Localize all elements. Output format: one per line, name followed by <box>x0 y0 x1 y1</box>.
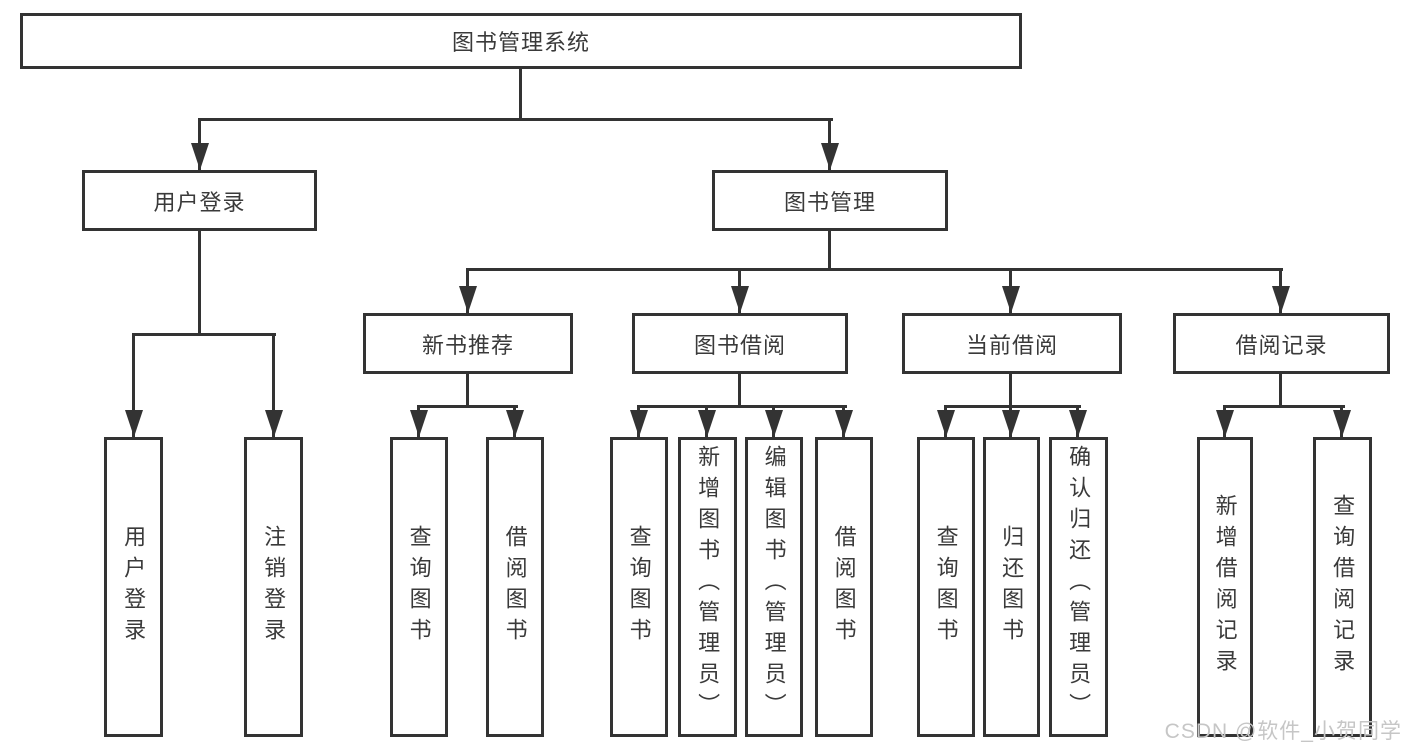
arrowhead-icon <box>630 410 648 437</box>
node-new-book-recommend: 新书推荐 <box>363 313 573 374</box>
watermark: CSDN @软件_小贺同学 <box>1164 720 1402 743</box>
node-query-books-current-label: 查询图书 <box>933 525 959 649</box>
arrowhead-icon <box>1216 410 1234 437</box>
node-query-books-borrowing: 查询图书 <box>610 437 668 737</box>
connector-line <box>466 268 1283 271</box>
node-library-system: 图书管理系统 <box>20 13 1022 69</box>
node-confirm-return-admin: 确认归还（管理员） <box>1049 437 1108 737</box>
arrowhead-icon <box>937 410 955 437</box>
node-borrow-books-borrowing: 借阅图书 <box>815 437 873 737</box>
arrowhead-icon <box>1333 410 1351 437</box>
node-login-label: 用户登录 <box>121 525 147 649</box>
arrowhead-icon <box>731 286 749 313</box>
node-current-borrowing: 当前借阅 <box>902 313 1122 374</box>
connector-line <box>1223 405 1345 408</box>
node-user-login: 用户登录 <box>82 170 317 231</box>
node-borrowing-records-label: 借阅记录 <box>1235 332 1328 358</box>
arrowhead-icon <box>506 410 524 437</box>
connector-line <box>132 333 135 437</box>
node-borrow-books-recommend: 借阅图书 <box>486 437 544 737</box>
arrowhead-icon <box>698 410 716 437</box>
node-query-books-borrowing-label: 查询图书 <box>626 525 652 649</box>
arrowhead-icon <box>459 286 477 313</box>
node-return-books: 归还图书 <box>983 437 1040 737</box>
node-borrow-books-recommend-label: 借阅图书 <box>502 525 528 649</box>
connector-line <box>738 374 741 408</box>
arrowhead-icon <box>125 410 143 437</box>
node-current-borrowing-label: 当前借阅 <box>965 332 1058 358</box>
connector-line <box>132 333 276 336</box>
node-book-borrowing: 图书借阅 <box>632 313 848 374</box>
node-user-login-label: 用户登录 <box>153 189 246 215</box>
node-borrowing-records: 借阅记录 <box>1173 313 1390 374</box>
node-logout: 注销登录 <box>244 437 303 737</box>
connector-line <box>1279 374 1282 408</box>
node-query-books-recommend: 查询图书 <box>390 437 448 737</box>
node-library-system-label: 图书管理系统 <box>451 30 590 55</box>
node-add-books-admin: 新增图书（管理员） <box>678 437 737 737</box>
connector-line <box>466 374 469 408</box>
node-query-borrow-record: 查询借阅记录 <box>1313 437 1372 737</box>
node-add-borrow-record-label: 新增借阅记录 <box>1212 494 1238 680</box>
node-query-books-current: 查询图书 <box>917 437 975 737</box>
connector-line <box>828 231 831 271</box>
connector-line <box>519 69 522 120</box>
node-new-book-recommend-label: 新书推荐 <box>421 332 514 358</box>
node-logout-label: 注销登录 <box>261 525 287 649</box>
arrowhead-icon <box>1002 410 1020 437</box>
node-edit-books-admin: 编辑图书（管理员） <box>745 437 803 737</box>
arrowhead-icon <box>835 410 853 437</box>
node-add-borrow-record: 新增借阅记录 <box>1197 437 1253 737</box>
node-book-management-label: 图书管理 <box>783 189 876 215</box>
connector-line <box>1009 374 1012 408</box>
arrowhead-icon <box>265 410 283 437</box>
arrowhead-icon <box>410 410 428 437</box>
connector-line <box>272 333 275 437</box>
node-confirm-return-admin-label: 确认归还（管理员） <box>1066 445 1092 724</box>
connector-line <box>637 405 847 408</box>
arrowhead-icon <box>1069 410 1087 437</box>
node-edit-books-admin-label: 编辑图书（管理员） <box>761 445 787 724</box>
arrowhead-icon <box>1002 286 1020 313</box>
node-add-books-admin-label: 新增图书（管理员） <box>695 445 721 724</box>
node-query-books-recommend-label: 查询图书 <box>406 525 432 649</box>
connector-line <box>198 231 201 335</box>
node-borrow-books-borrowing-label: 借阅图书 <box>831 525 857 649</box>
connector-line <box>944 405 1081 408</box>
arrowhead-icon <box>765 410 783 437</box>
connector-line <box>417 405 518 408</box>
arrowhead-icon <box>191 143 209 170</box>
node-query-borrow-record-label: 查询借阅记录 <box>1330 494 1356 680</box>
node-login: 用户登录 <box>104 437 163 737</box>
arrowhead-icon <box>1272 286 1290 313</box>
arrowhead-icon <box>821 143 839 170</box>
node-book-borrowing-label: 图书借阅 <box>693 332 786 358</box>
connector-line <box>198 118 833 121</box>
node-book-management: 图书管理 <box>712 170 948 231</box>
node-return-books-label: 归还图书 <box>999 525 1025 649</box>
